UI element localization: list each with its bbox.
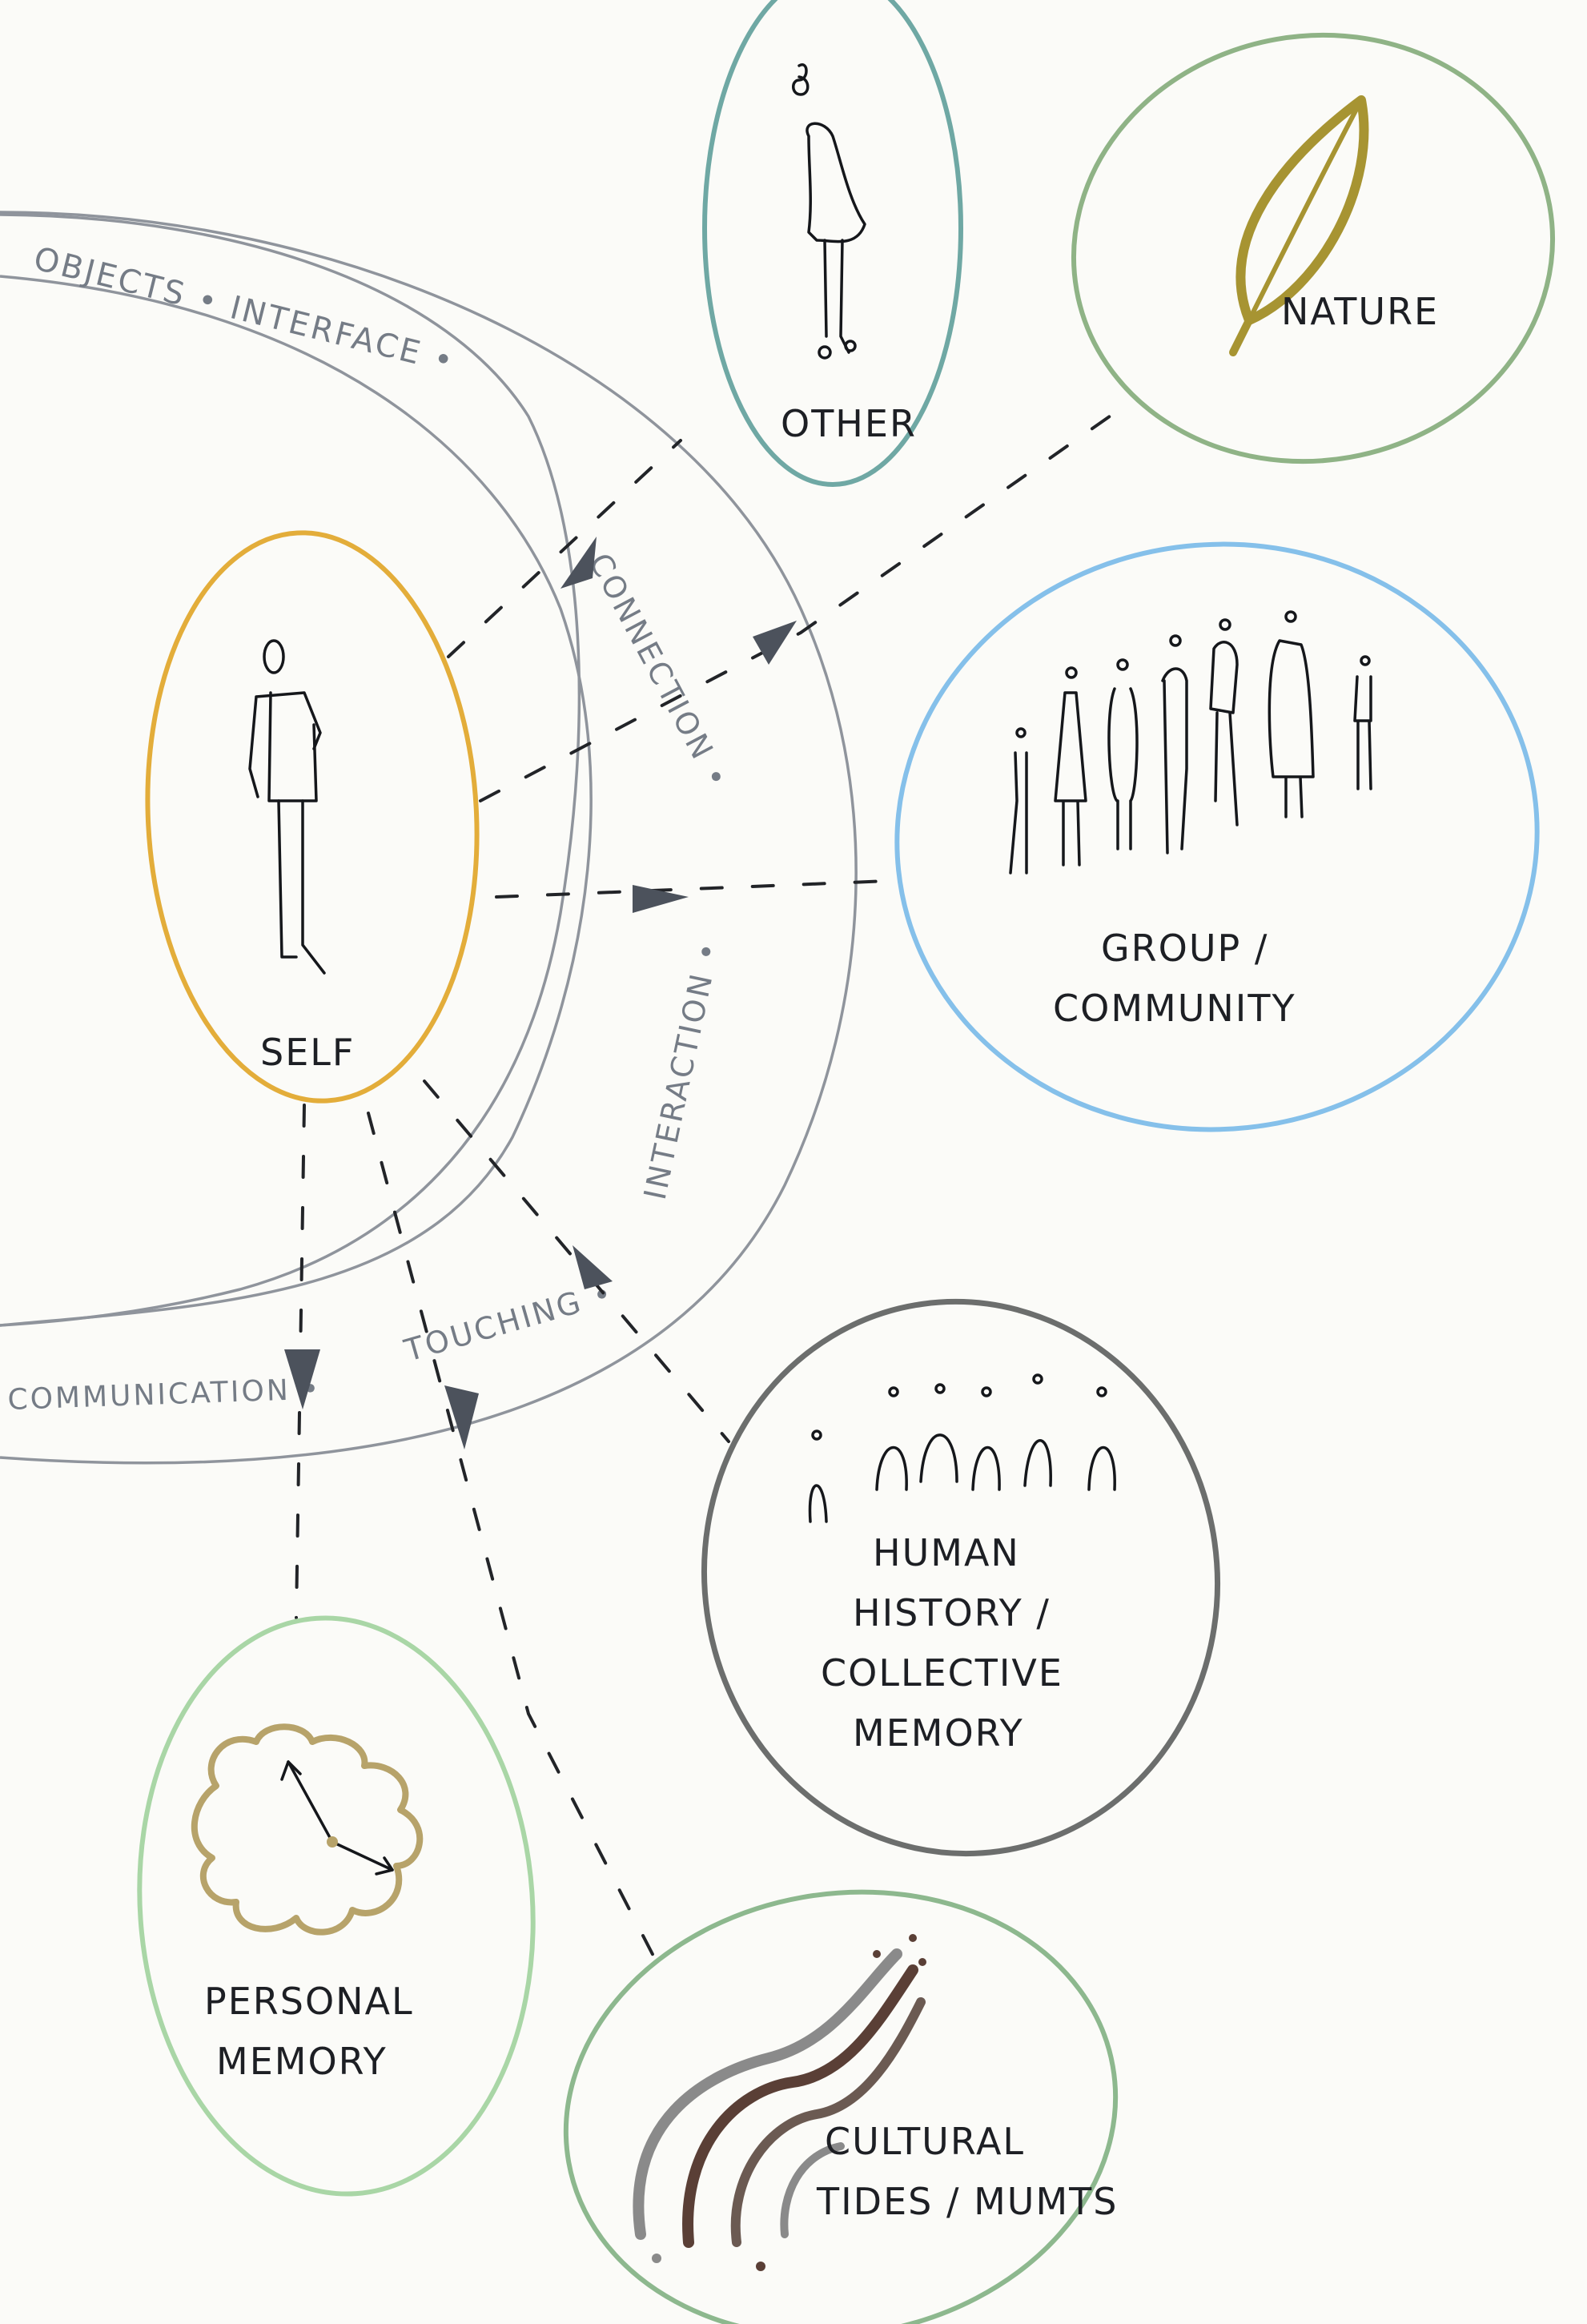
cultural-label-line1: CULTURAL [825,2120,1025,2163]
arrow-down-left [284,1349,320,1409]
node-group: GROUP / COMMUNITY [894,541,1540,1132]
group-of-people-icon [1009,610,1372,875]
band-outer [0,211,858,1465]
band-inner-top [0,213,581,1327]
standing-person-icon [248,639,326,975]
node-cultural: CULTURAL TIDES / MUMTS [563,1889,1119,2324]
cloud-clock-icon [191,1723,424,1936]
single-person-icon [792,63,866,360]
self-bubble [145,530,480,1104]
node-personal-memory: PERSONAL MEMORY [137,1615,536,2197]
line-self-to-other [447,439,682,658]
nature-bubble [1071,32,1556,464]
arrow-right [633,885,689,913]
arrow-down-touch [573,1245,613,1289]
node-history: HUMAN HISTORY / COLLECTIVE MEMORY [701,1298,1221,1857]
history-label-line3: COLLECTIVE [821,1651,1063,1695]
self-label: SELF [260,1031,355,1074]
line-self-to-cultural [367,1112,658,1964]
other-bubble [702,0,963,487]
personal-memory-bubble [137,1615,536,2197]
history-label-line2: HISTORY / [853,1591,1051,1634]
waves-icon [633,1934,926,2271]
node-self: SELF [145,530,480,1104]
group-label-line2: COMMUNITY [1053,987,1296,1030]
line-self-to-group [495,879,890,899]
leaf-icon [1229,95,1369,356]
group-bubble [894,541,1540,1132]
connection-lines [295,407,1123,1964]
nature-label: NATURE [1281,290,1439,333]
node-other: OTHER [702,0,963,487]
personal-memory-label-line1: PERSONAL [204,1980,414,2023]
history-bubble [701,1298,1221,1857]
label-objects-interface: OBJECTS • INTERFACE • [30,240,460,380]
label-connection: CONNECTION • [582,548,736,795]
arrow-up-right [753,621,797,665]
history-label-line4: MEMORY [853,1711,1024,1755]
arrow-up-left [560,537,597,589]
label-communication: COMMUNICATION • [7,1373,322,1417]
personal-memory-label-line2: MEMORY [216,2040,388,2083]
other-label: OTHER [781,402,917,445]
cultural-bubble [563,1889,1119,2324]
band-middle-top [0,275,593,1327]
label-interaction: INTERACTION • [637,937,727,1203]
arrowheads [284,537,797,1449]
band-text: OBJECTS • INTERFACE • CONNECTION • INTER… [7,240,737,1417]
interface-bands [0,211,858,1465]
node-nature: NATURE [1071,32,1556,464]
group-label-line1: GROUP / [1101,927,1268,970]
row-of-figures-icon [808,1373,1116,1523]
arrow-down-center [444,1385,479,1449]
line-self-to-nature [479,407,1123,802]
cultural-label-line2: TIDES / MUMTS [816,2180,1118,2223]
history-label-line1: HUMAN [873,1531,1020,1574]
